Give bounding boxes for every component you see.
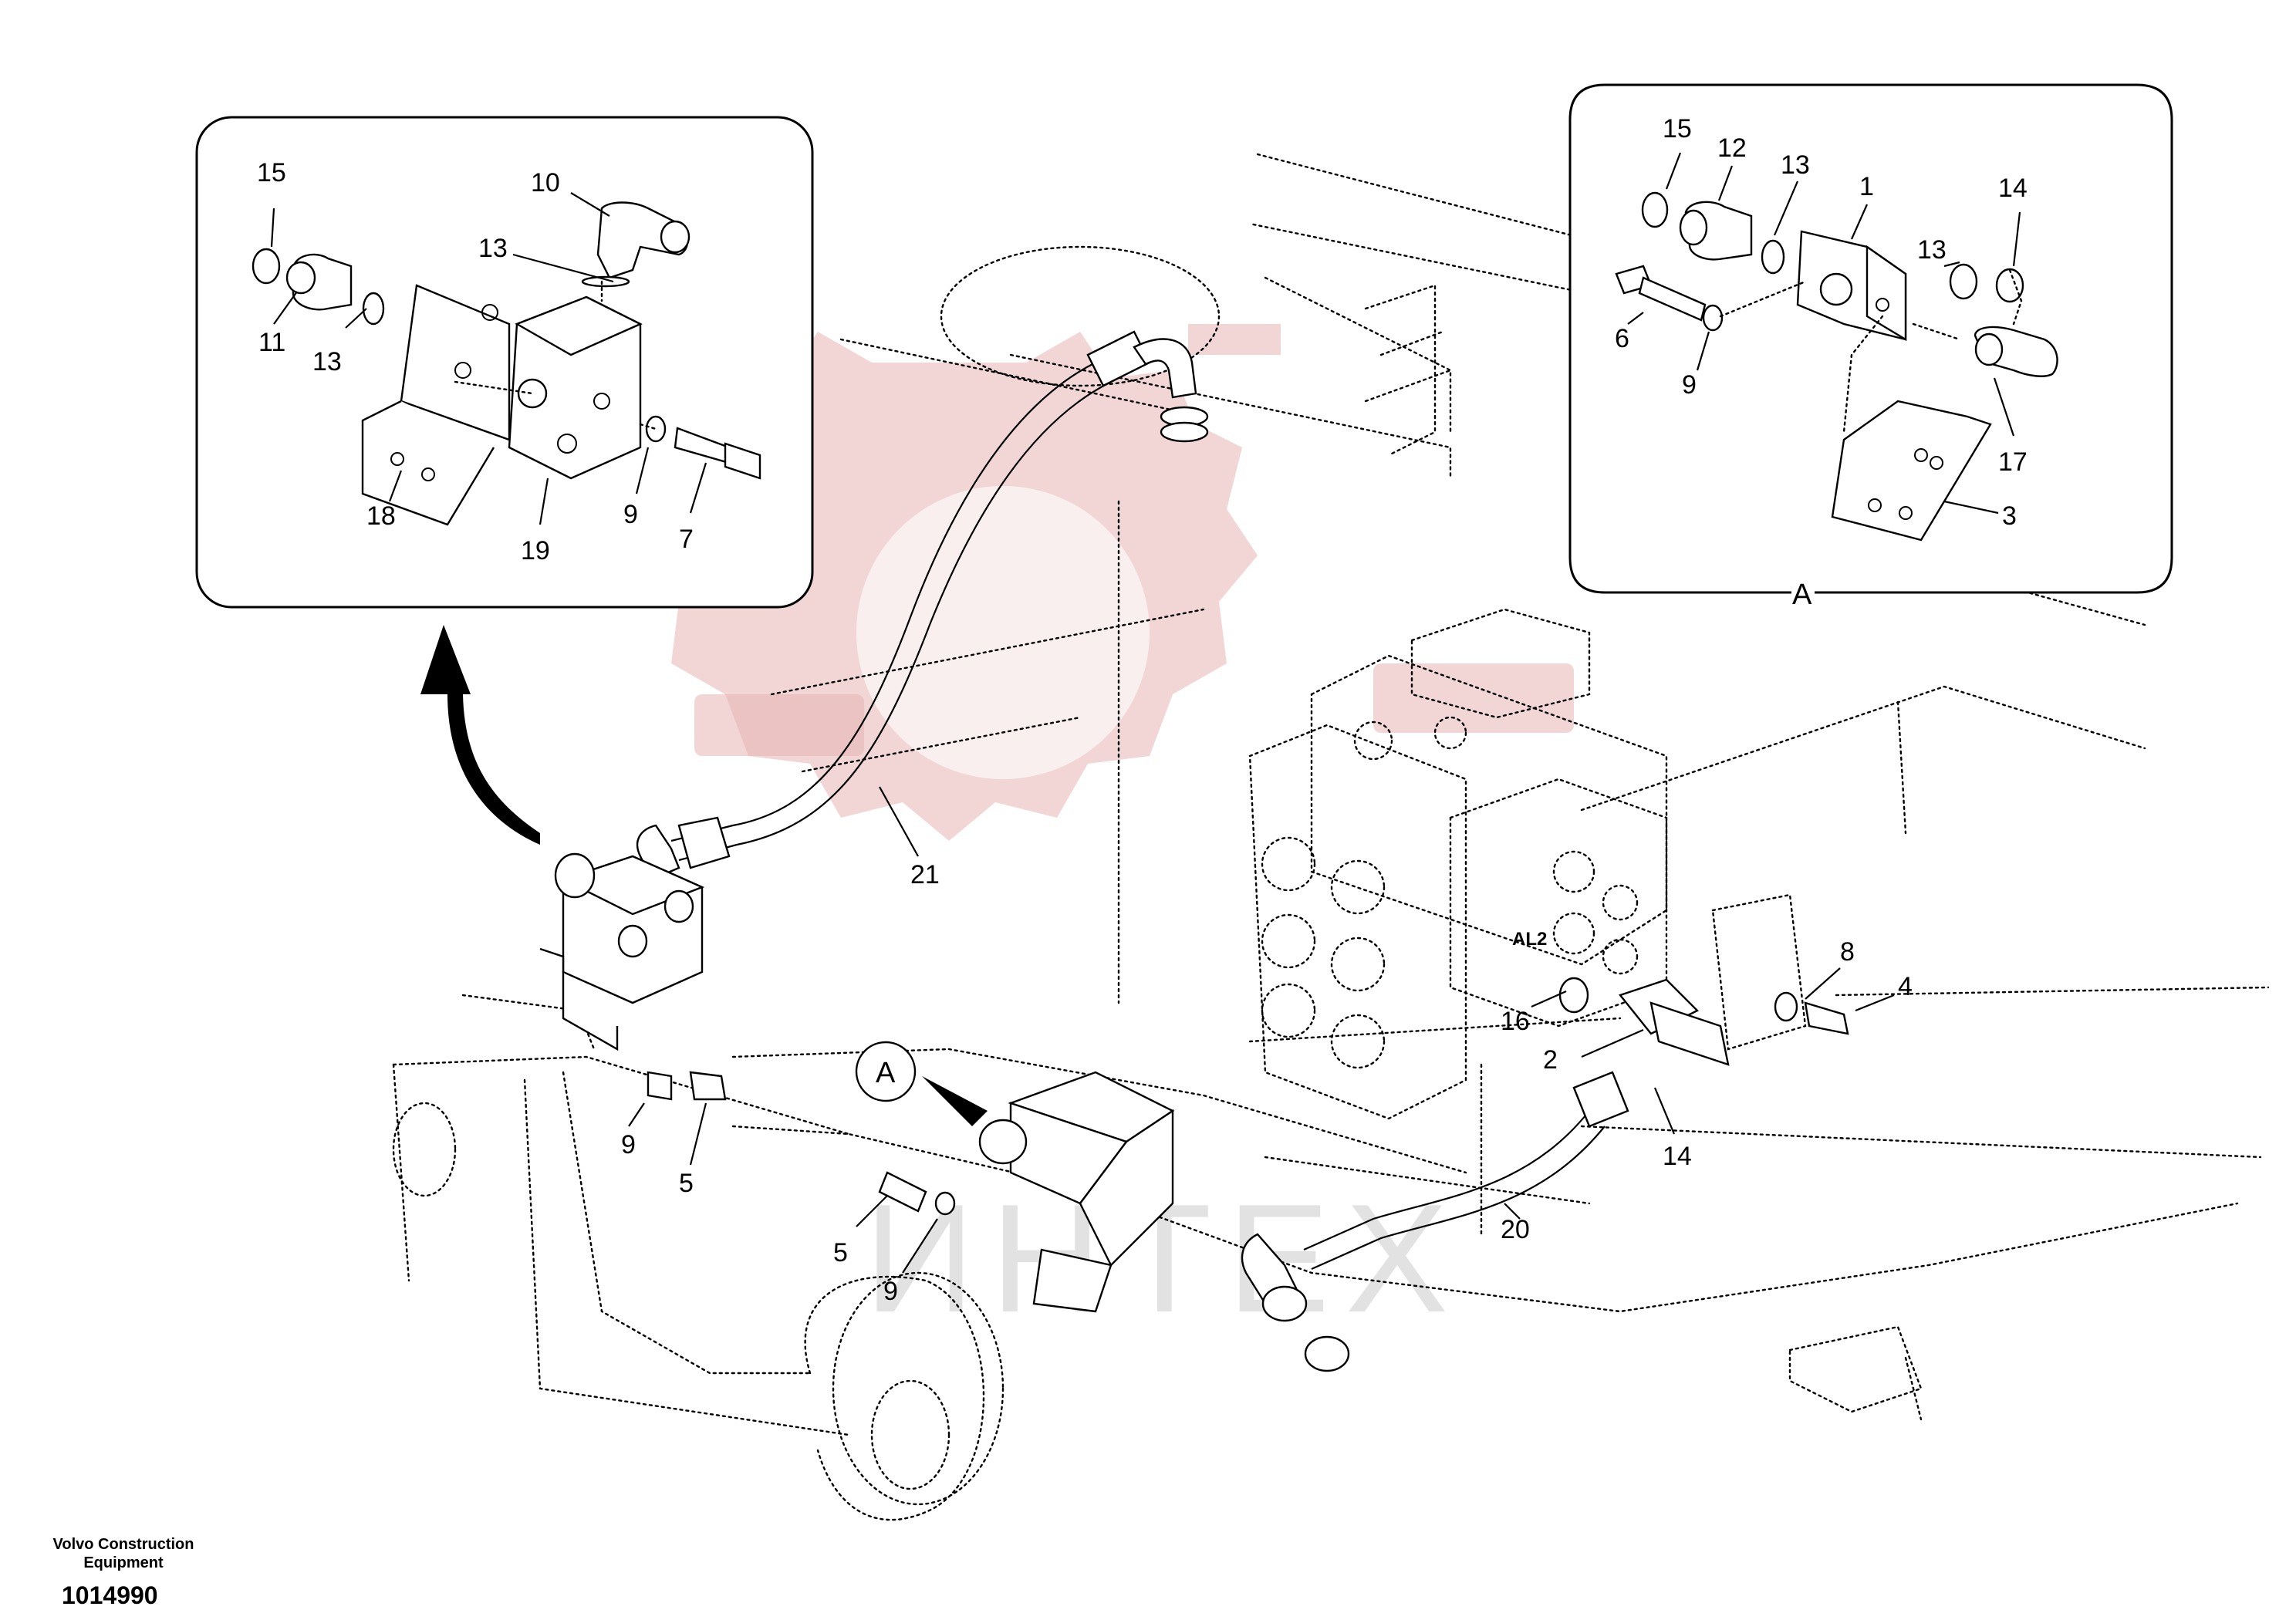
inset-right-callout-12: 12 (1717, 133, 1747, 163)
hose-21 (636, 330, 1209, 881)
footer-brand-line1: Volvo Construction (52, 1536, 194, 1553)
bracket-assembly (878, 1071, 1175, 1313)
callout-5-main: 5 (679, 1169, 694, 1198)
inset-left-callout-13-bottom: 13 (312, 347, 342, 376)
footer-doc-number: 1014990 (62, 1581, 158, 1609)
inset-left-callout-10: 10 (531, 168, 560, 197)
callout-9-lower: 9 (883, 1277, 898, 1306)
callout-9-main: 9 (621, 1130, 636, 1159)
callout-4: 4 (1898, 972, 1913, 1001)
inset-right-callout-13-right: 13 (1917, 235, 1947, 265)
inset-left-callout-18: 18 (366, 501, 396, 531)
control-valve (1248, 284, 1807, 1236)
callout-21: 21 (910, 860, 940, 889)
inset-right-callout-14: 14 (1998, 174, 2028, 203)
right-detail-inset-a: A 15 12 13 1 14 13 (1568, 83, 2173, 611)
view-marker-letter: A (876, 1057, 896, 1089)
inset-left-callout-19: 19 (521, 536, 550, 565)
left-detail-inset: 15 10 13 11 13 18 19 9 7 (195, 116, 814, 609)
detail-arrow (420, 625, 540, 845)
inset-left-callout-9: 9 (623, 500, 638, 529)
inset-right-callout-13-left: 13 (1781, 150, 1810, 180)
inset-left-callout-13-top: 13 (478, 234, 508, 263)
main-callouts: 21 AL2 16 8 4 2 14 9 5 5 9 20 (621, 786, 1913, 1306)
callout-8: 8 (1840, 937, 1855, 967)
footer: Volvo Construction Equipment 1014990 (31, 1535, 216, 1610)
inset-right-callout-3: 3 (2002, 501, 2017, 531)
inset-right-callout-17: 17 (1998, 447, 2028, 477)
inset-left-callout-15: 15 (257, 158, 286, 187)
callout-2: 2 (1543, 1045, 1558, 1075)
callout-16: 16 (1501, 1007, 1530, 1036)
inset-right-callout-9: 9 (1682, 370, 1697, 400)
block-assembly (539, 852, 727, 1101)
inset-right-callout-15: 15 (1663, 114, 1692, 143)
inset-left-callout-7: 7 (679, 525, 694, 554)
port-tag-al2: AL2 (1512, 929, 1547, 950)
inset-right-callout-6: 6 (1615, 324, 1629, 353)
callout-20: 20 (1501, 1215, 1530, 1244)
hose-20 (1241, 1071, 1629, 1372)
view-marker-a: A (855, 1041, 988, 1126)
inset-right-callout-1: 1 (1859, 172, 1874, 201)
callout-5-lower: 5 (833, 1238, 848, 1267)
flange-adapter (1558, 977, 1849, 1066)
inset-right-letter: A (1792, 579, 1812, 611)
footer-brand-line2: Equipment (83, 1554, 164, 1571)
inset-left-callout-11: 11 (258, 328, 285, 357)
callout-14: 14 (1663, 1142, 1692, 1171)
